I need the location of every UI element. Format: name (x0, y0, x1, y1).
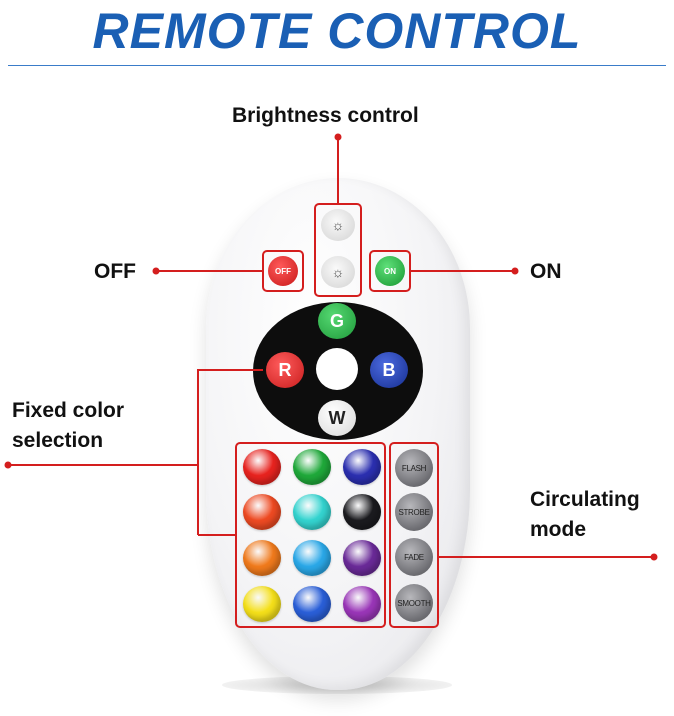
circulating-dot (650, 553, 658, 561)
fixed-color-label-line2: selection (12, 429, 104, 452)
on-dot (511, 267, 519, 275)
blue-button-label: B (382, 359, 396, 380)
off-dot (152, 267, 160, 275)
color-button[interactable] (343, 449, 381, 485)
circulating-label-line1: Circulating (530, 488, 640, 511)
strobe-button[interactable]: STROBE (395, 493, 433, 531)
green-button-label: G (329, 310, 344, 331)
flash-label: FLASH (401, 463, 427, 473)
brightness-label: Brightness control (232, 104, 419, 127)
on-callout-box (369, 250, 411, 292)
flash-button[interactable]: FLASH (395, 449, 433, 487)
brightness-dot (334, 133, 342, 141)
brightness-callout-box (314, 203, 362, 297)
smooth-button[interactable]: SMOOTH (395, 584, 433, 622)
brightness-down-button[interactable]: ☼ (321, 256, 355, 288)
strobe-label: STROBE (398, 507, 430, 517)
title-divider (8, 65, 666, 66)
power-on-label: ON (384, 266, 396, 276)
sun-down-icon: ☼ (331, 264, 345, 280)
brightness-up-button[interactable]: ☼ (321, 209, 355, 241)
fixed-color-line (8, 369, 263, 466)
color-button[interactable] (293, 586, 331, 622)
fixed-color-dot (4, 461, 12, 469)
white-button[interactable]: W (318, 400, 356, 436)
power-off-button[interactable]: OFF (268, 256, 298, 286)
power-off-label: OFF (275, 266, 291, 276)
off-label: OFF (94, 260, 136, 283)
fade-button[interactable]: FADE (395, 538, 433, 576)
color-button[interactable] (243, 586, 281, 622)
red-button[interactable]: R (266, 352, 304, 388)
on-label: ON (530, 260, 562, 283)
circulating-label: Circulating mode (530, 485, 640, 545)
sun-up-icon: ☼ (331, 217, 345, 233)
power-on-button[interactable]: ON (375, 256, 405, 286)
color-button[interactable] (243, 449, 281, 485)
white-center-button[interactable] (316, 348, 358, 390)
green-button[interactable]: G (318, 303, 356, 339)
blue-button[interactable]: B (370, 352, 408, 388)
red-button-label: R (278, 359, 292, 380)
fade-label: FADE (404, 552, 424, 562)
white-button-label: W (328, 407, 346, 428)
off-callout-box (262, 250, 304, 292)
color-button[interactable] (243, 494, 281, 530)
page-title: REMOTE CONTROL (92, 3, 582, 59)
color-button[interactable] (343, 586, 381, 622)
color-grid-callout-box (235, 442, 386, 628)
color-button[interactable] (343, 494, 381, 530)
color-button[interactable] (293, 449, 331, 485)
circulating-label-line2: mode (530, 518, 587, 541)
mode-callout-box (389, 442, 439, 628)
smooth-label: SMOOTH (397, 598, 431, 608)
fixed-color-label: Fixed color selection (12, 396, 124, 456)
color-button[interactable] (293, 494, 331, 530)
fixed-color-label-line1: Fixed color (12, 399, 125, 422)
color-button[interactable] (243, 540, 281, 576)
color-button[interactable] (343, 540, 381, 576)
color-button[interactable] (293, 540, 331, 576)
